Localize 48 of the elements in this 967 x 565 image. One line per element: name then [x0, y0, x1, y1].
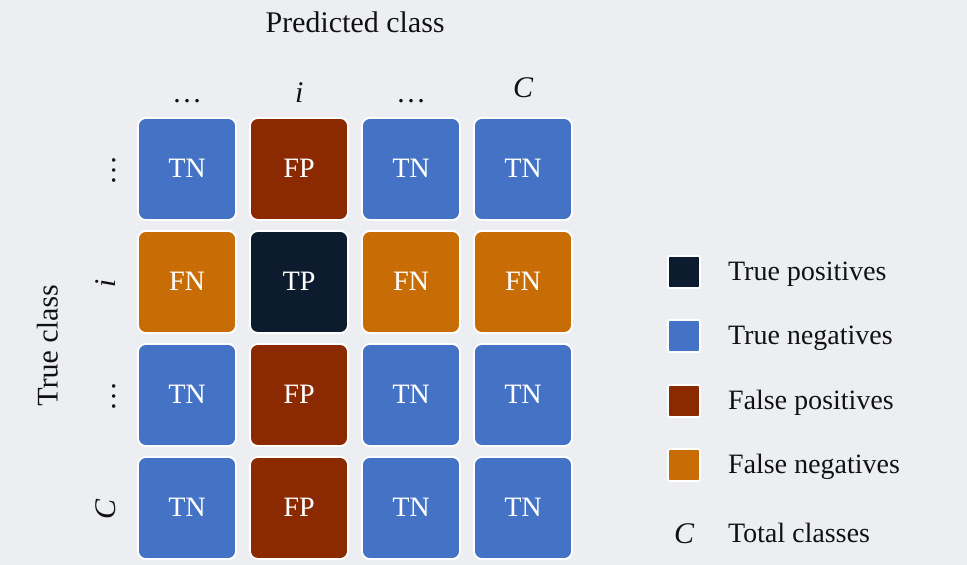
row-header: … — [91, 155, 121, 185]
legend-label: False positives — [728, 387, 894, 415]
matrix-cell — [137, 117, 237, 221]
cell-label: TN — [392, 492, 430, 524]
cell-label: FN — [393, 266, 429, 298]
legend-label: True positives — [728, 258, 886, 286]
cell-label: TN — [504, 379, 542, 411]
matrix-cell — [249, 117, 349, 221]
legend-symbol: C — [674, 519, 694, 549]
cell-label: TN — [504, 492, 542, 524]
matrix-cell — [249, 456, 349, 560]
cell-label: TN — [392, 153, 430, 185]
matrix-cell — [361, 117, 461, 221]
matrix-cell — [137, 343, 237, 447]
column-header: … — [172, 78, 202, 108]
matrix-cell — [249, 343, 349, 447]
matrix-cell — [473, 456, 573, 560]
axis-title: Predicted class — [264, 8, 446, 38]
matrix-cell — [473, 343, 573, 447]
matrix-cell — [361, 456, 461, 560]
cell-label: TN — [392, 379, 430, 411]
cell-label: TN — [168, 379, 206, 411]
cell-label: FP — [283, 153, 315, 185]
column-header: … — [396, 78, 426, 108]
column-header: C — [513, 73, 534, 103]
matrix-cell — [137, 230, 237, 334]
row-header: i — [91, 278, 122, 288]
legend-label: True negatives — [728, 322, 893, 350]
cell-label: TN — [504, 153, 542, 185]
axis-title: True class — [33, 284, 64, 406]
legend-label: False negatives — [728, 451, 900, 479]
cell-label: TP — [282, 266, 316, 298]
matrix-cell — [361, 230, 461, 334]
matrix-cell — [473, 230, 573, 334]
matrix-cell — [137, 456, 237, 560]
row-header: … — [91, 381, 121, 411]
cell-label: TN — [168, 153, 206, 185]
cell-label: TN — [168, 492, 206, 524]
column-header: i — [295, 78, 304, 108]
matrix-cell — [249, 230, 349, 334]
cell-label: FN — [505, 266, 541, 298]
matrix-cell — [473, 117, 573, 221]
cell-label: FN — [169, 266, 205, 298]
legend-label: Total classes — [728, 520, 870, 548]
row-header: C — [91, 499, 121, 519]
cell-label: FP — [283, 379, 315, 411]
cell-label: FP — [283, 492, 315, 524]
matrix-cell — [361, 343, 461, 447]
